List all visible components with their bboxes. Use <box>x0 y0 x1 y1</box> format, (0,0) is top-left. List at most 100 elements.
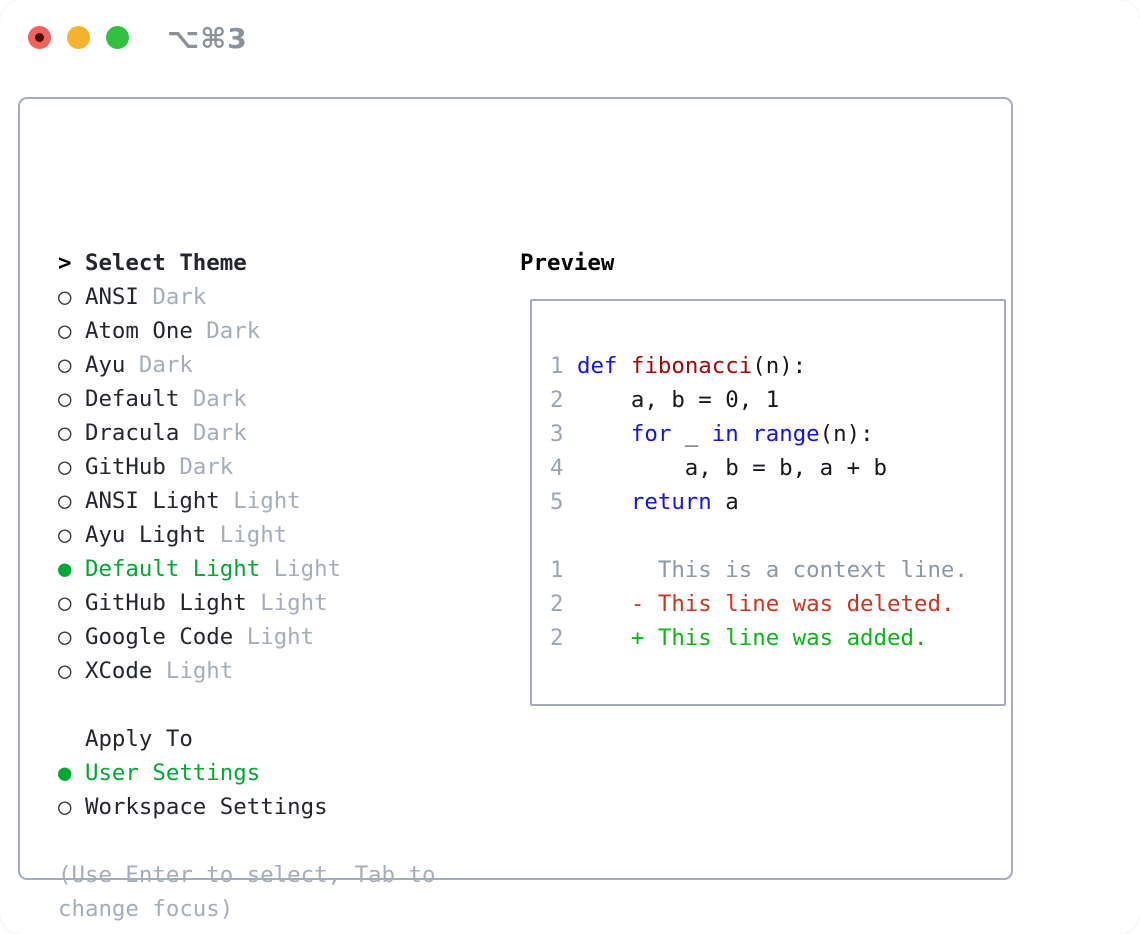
radio-icon: ○ <box>58 624 85 650</box>
radio-icon: ○ <box>58 318 85 344</box>
radio-icon: ○ <box>58 488 85 514</box>
theme-option-label: Google Code <box>84 624 234 650</box>
theme-option-label: Dracula <box>84 420 180 446</box>
theme-option[interactable]: ○ ANSI Dark <box>58 280 435 314</box>
radio-selected-icon: ● <box>58 556 85 582</box>
theme-option[interactable]: ○ Dracula Dark <box>58 416 435 450</box>
code-token-num: 1 <box>550 557 564 583</box>
code-line: 1 def fibonacci(n): <box>550 349 968 383</box>
hint-text: (Use Enter to select, Tab to <box>58 858 435 892</box>
traffic-light-zoom-button[interactable] <box>106 26 129 49</box>
theme-selector-list: > Select Theme○ ANSI Dark○ Atom One Dark… <box>58 246 435 926</box>
diff-line: 2 - This line was deleted. <box>550 587 968 621</box>
traffic-light-close-button[interactable] <box>28 26 51 49</box>
theme-option[interactable]: ○ XCode Light <box>58 654 435 688</box>
radio-icon: ○ <box>58 454 85 480</box>
code-token-plain: a <box>711 489 739 515</box>
code-token-plain <box>739 421 752 447</box>
theme-variant-label: Light <box>233 624 315 650</box>
code-token-kw: def <box>576 353 618 379</box>
theme-option-label: GitHub Light <box>84 590 247 616</box>
theme-variant-label: Dark <box>192 318 261 344</box>
theme-option[interactable]: ○ Ayu Light Light <box>58 518 435 552</box>
theme-option-label: Default Light <box>84 556 261 582</box>
theme-option-label: ANSI Light <box>84 488 220 514</box>
theme-variant-label: Dark <box>125 352 193 378</box>
theme-option[interactable]: ○ ANSI Light Light <box>58 484 435 518</box>
indent <box>58 726 85 752</box>
radio-icon: ○ <box>58 352 85 378</box>
code-line: 4 a, b = b, a + b <box>550 451 968 485</box>
code-token-num: 3 <box>550 421 577 447</box>
titlebar: ⌥⌘3 <box>0 0 1140 97</box>
theme-option-label: Ayu Light <box>84 522 207 548</box>
code-token-num: 2 <box>550 625 564 651</box>
theme-picker-panel: > Select Theme○ ANSI Dark○ Atom One Dark… <box>18 97 1013 922</box>
code-token-num: 1 <box>550 353 577 379</box>
theme-option[interactable]: ○ GitHub Dark <box>58 450 435 484</box>
theme-option[interactable]: ○ GitHub Light Light <box>58 586 435 620</box>
theme-option[interactable]: ○ Atom One Dark <box>58 314 435 348</box>
code-token-plain <box>577 421 631 447</box>
code-token-kw: in <box>711 421 739 447</box>
close-dot-icon <box>35 33 44 42</box>
theme-option[interactable]: ○ Ayu Dark <box>58 348 435 382</box>
spacer-row <box>58 824 435 858</box>
apply-to-option[interactable]: ○ Workspace Settings <box>58 790 435 824</box>
radio-icon: ○ <box>58 386 85 412</box>
window-shortcut-label: ⌥⌘3 <box>167 22 248 55</box>
theme-variant-label: Light <box>206 522 288 548</box>
code-token-kw: return <box>630 489 712 515</box>
code-token-plain <box>563 591 630 617</box>
focus-caret-icon: > <box>58 250 85 276</box>
theme-option-label: Atom One <box>84 318 193 344</box>
diff-line: 1 This is a context line. <box>550 553 968 587</box>
code-token-plain <box>617 353 630 379</box>
radio-icon: ○ <box>58 420 85 446</box>
theme-option-label: GitHub <box>84 454 166 480</box>
apply-to-option[interactable]: ● User Settings <box>58 756 435 790</box>
traffic-light-minimize-button[interactable] <box>67 26 90 49</box>
code-token-num: 4 <box>550 455 577 481</box>
theme-variant-label: Light <box>219 488 301 514</box>
theme-option-label: Default <box>84 386 180 412</box>
code-token-plain <box>577 489 631 515</box>
code-token-del: - This line was deleted. <box>630 591 955 617</box>
preview-title: Preview <box>520 250 615 276</box>
apply-to-header: Apply To <box>58 722 435 756</box>
theme-option[interactable]: ○ Default Dark <box>58 382 435 416</box>
apply-to-option-label: Workspace Settings <box>84 794 328 820</box>
code-token-plain: (n): <box>752 353 807 379</box>
diff-line: 2 + This line was added. <box>550 621 968 655</box>
code-line <box>550 519 968 553</box>
code-token-fn: fibonacci <box>630 353 753 379</box>
code-token-num: 2 <box>550 591 564 617</box>
radio-icon: ○ <box>58 658 85 684</box>
radio-icon: ○ <box>58 522 85 548</box>
radio-icon: ○ <box>58 284 85 310</box>
theme-option-label: XCode <box>84 658 153 684</box>
code-token-num: 5 <box>550 489 577 515</box>
code-token-kw: range <box>752 421 820 447</box>
code-token-kw: for <box>630 421 672 447</box>
spacer-row <box>58 688 435 722</box>
select-theme-header-label: Select Theme <box>84 250 247 276</box>
select-theme-header: > Select Theme <box>58 246 435 280</box>
theme-variant-label: Dark <box>179 420 247 446</box>
theme-variant-label: Dark <box>179 386 247 412</box>
theme-option-label: ANSI <box>84 284 139 310</box>
code-token-plain: a, b = b, a + b <box>576 455 888 481</box>
code-token-plain <box>563 625 630 651</box>
theme-variant-label: Dark <box>165 454 234 480</box>
code-token-plain: a, b = 0, 1 <box>576 387 780 413</box>
code-line: 2 a, b = 0, 1 <box>550 383 968 417</box>
code-token-plain: (n): <box>819 421 874 447</box>
radio-icon: ○ <box>58 590 85 616</box>
code-token-ctx: This is a context line. <box>563 557 968 583</box>
theme-variant-label: Light <box>152 658 234 684</box>
theme-option[interactable]: ○ Google Code Light <box>58 620 435 654</box>
radio-selected-icon: ● <box>58 760 85 786</box>
theme-option[interactable]: ● Default Light Light <box>58 552 435 586</box>
theme-variant-label: Light <box>260 556 342 582</box>
